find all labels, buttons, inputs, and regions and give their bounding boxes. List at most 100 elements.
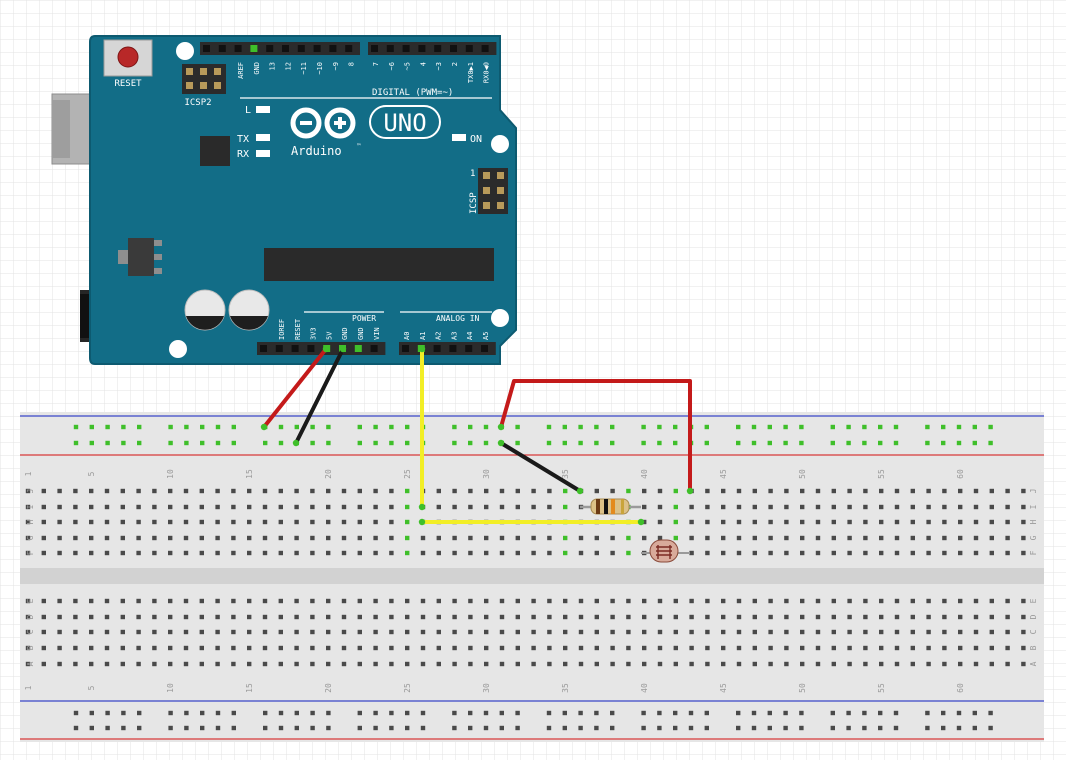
breadboard-hole[interactable] xyxy=(594,645,599,651)
power-rail-hole[interactable] xyxy=(420,725,426,731)
breadboard-hole[interactable] xyxy=(689,598,694,604)
breadboard-hole[interactable] xyxy=(436,488,441,494)
breadboard-hole[interactable] xyxy=(73,519,78,525)
breadboard-hole[interactable] xyxy=(389,645,394,651)
breadboard-hole[interactable] xyxy=(1005,598,1010,604)
breadboard-hole[interactable] xyxy=(973,614,979,620)
breadboard-hole[interactable] xyxy=(136,629,141,635)
breadboard-hole[interactable] xyxy=(815,598,821,604)
power-rail-hole[interactable] xyxy=(751,424,757,430)
breadboard-hole[interactable] xyxy=(357,645,362,651)
breadboard-hole[interactable] xyxy=(610,598,615,604)
power-rail-hole[interactable] xyxy=(830,725,835,731)
power-rail-hole[interactable] xyxy=(215,440,221,446)
breadboard-hole[interactable] xyxy=(89,645,94,651)
breadboard-hole[interactable] xyxy=(341,598,347,604)
breadboard-hole[interactable] xyxy=(721,535,726,541)
breadboard-hole[interactable] xyxy=(531,488,536,494)
header-pin[interactable] xyxy=(433,345,441,352)
breadboard-hole[interactable] xyxy=(705,661,710,667)
breadboard-hole[interactable] xyxy=(847,614,852,620)
breadboard-hole[interactable] xyxy=(373,614,378,620)
breadboard-hole[interactable] xyxy=(120,504,125,510)
wire-ground-black[interactable] xyxy=(499,441,582,493)
breadboard-hole[interactable] xyxy=(341,519,347,525)
breadboard-hole[interactable] xyxy=(231,504,236,510)
power-rail-hole[interactable] xyxy=(783,424,788,430)
header-pin[interactable] xyxy=(297,45,305,52)
breadboard-hole[interactable] xyxy=(515,504,520,510)
breadboard-hole[interactable] xyxy=(1021,535,1026,541)
power-rail-hole[interactable] xyxy=(893,710,899,716)
breadboard-hole[interactable] xyxy=(768,614,773,620)
power-rail-hole[interactable] xyxy=(310,710,315,716)
breadboard-hole[interactable] xyxy=(752,661,757,667)
breadboard-hole[interactable] xyxy=(705,645,710,651)
breadboard-hole[interactable] xyxy=(847,645,852,651)
breadboard-hole[interactable] xyxy=(294,661,299,667)
breadboard-hole[interactable] xyxy=(942,614,947,620)
breadboard-hole[interactable] xyxy=(863,550,868,556)
breadboard-hole[interactable] xyxy=(958,598,963,604)
breadboard-hole[interactable] xyxy=(958,488,963,494)
breadboard-hole[interactable] xyxy=(231,661,236,667)
breadboard-hole[interactable] xyxy=(894,598,900,604)
breadboard-hole[interactable] xyxy=(657,598,663,604)
breadboard-hole[interactable] xyxy=(768,598,773,604)
breadboard-hole[interactable] xyxy=(784,535,789,541)
breadboard-hole[interactable] xyxy=(752,629,757,635)
breadboard-hole[interactable] xyxy=(578,598,584,604)
power-rail-hole[interactable] xyxy=(137,440,142,446)
breadboard-hole[interactable] xyxy=(563,614,568,620)
power-rail-hole[interactable] xyxy=(278,710,284,716)
power-rail-hole[interactable] xyxy=(641,424,646,430)
power-rail-hole[interactable] xyxy=(357,725,362,731)
power-rail-hole[interactable] xyxy=(972,440,977,446)
breadboard-hole[interactable] xyxy=(468,661,473,667)
breadboard-hole[interactable] xyxy=(1021,629,1026,635)
power-rail-hole[interactable] xyxy=(546,440,552,446)
breadboard-hole[interactable] xyxy=(578,645,584,651)
power-rail-hole[interactable] xyxy=(862,424,867,430)
header-pin[interactable] xyxy=(370,345,378,352)
breadboard-hole[interactable] xyxy=(705,535,710,541)
breadboard-hole[interactable] xyxy=(152,504,157,510)
power-rail-hole[interactable] xyxy=(562,424,567,430)
power-rail-hole[interactable] xyxy=(673,725,678,731)
power-rail-hole[interactable] xyxy=(767,725,772,731)
breadboard-hole[interactable] xyxy=(326,550,331,556)
breadboard-hole[interactable] xyxy=(705,550,710,556)
breadboard-hole[interactable] xyxy=(484,535,489,541)
breadboard-hole[interactable] xyxy=(152,535,157,541)
breadboard-hole[interactable] xyxy=(863,645,868,651)
breadboard-hole[interactable] xyxy=(420,550,426,556)
breadboard-hole[interactable] xyxy=(973,598,979,604)
breadboard-hole[interactable] xyxy=(736,598,742,604)
breadboard-hole[interactable] xyxy=(515,614,520,620)
power-rail-hole[interactable] xyxy=(105,725,110,731)
breadboard-hole[interactable] xyxy=(973,488,979,494)
header-pin[interactable] xyxy=(371,45,378,52)
header-pin[interactable] xyxy=(434,45,442,52)
breadboard-hole[interactable] xyxy=(989,550,994,556)
power-rail-hole[interactable] xyxy=(405,424,410,430)
breadboard-hole[interactable] xyxy=(673,519,678,525)
breadboard-hole[interactable] xyxy=(278,661,283,667)
power-rail-hole[interactable] xyxy=(105,440,110,446)
power-rail-hole[interactable] xyxy=(294,725,299,731)
breadboard-hole[interactable] xyxy=(879,661,884,667)
power-rail-hole[interactable] xyxy=(373,424,378,430)
breadboard-hole[interactable] xyxy=(657,535,663,541)
breadboard-hole[interactable] xyxy=(1005,661,1010,667)
breadboard-hole[interactable] xyxy=(673,629,678,635)
power-rail-hole[interactable] xyxy=(105,710,110,716)
power-rail-hole[interactable] xyxy=(121,725,126,731)
breadboard-hole[interactable] xyxy=(405,614,410,620)
power-rail-hole[interactable] xyxy=(294,710,299,716)
breadboard-hole[interactable] xyxy=(294,645,299,651)
breadboard-hole[interactable] xyxy=(104,519,110,525)
breadboard-hole[interactable] xyxy=(910,488,915,494)
breadboard-hole[interactable] xyxy=(800,598,805,604)
breadboard-hole[interactable] xyxy=(183,488,189,494)
breadboard-hole[interactable] xyxy=(357,598,362,604)
